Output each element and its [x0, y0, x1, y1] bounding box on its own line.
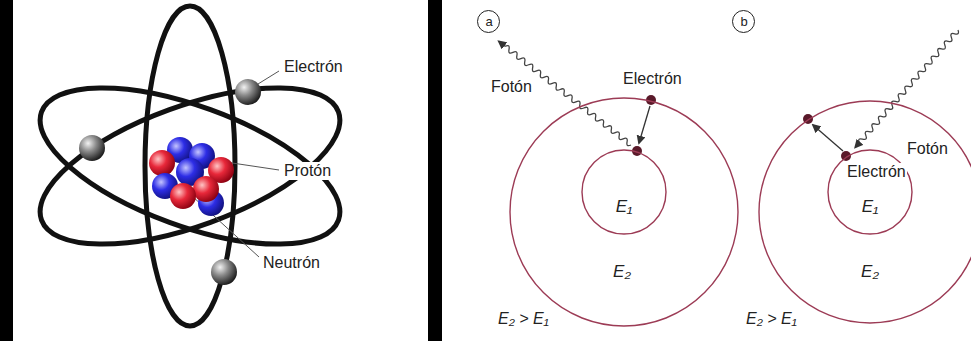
photon-wave	[497, 28, 960, 149]
electron-label: Electrón	[846, 163, 907, 181]
orbit-outline	[581, 149, 667, 235]
frame-bar	[428, 0, 442, 341]
photon-label: Fotón	[490, 78, 533, 96]
energy-level: E₂	[613, 263, 631, 282]
energy-relation: E₂ > E₁	[497, 310, 550, 328]
inner-orbit: E₁	[827, 149, 913, 235]
part-label: Neutrón	[262, 254, 321, 272]
panel-letter: b	[732, 10, 755, 33]
energy-level: E₂	[861, 263, 879, 282]
photon-label: Fotón	[906, 140, 949, 158]
orbit-outline	[827, 149, 913, 235]
electron-balls	[79, 79, 261, 285]
electron-jump-arrow	[639, 106, 843, 151]
part-label: Protón	[283, 162, 332, 180]
electron-label: Electrón	[622, 70, 683, 88]
energy-level: E₁	[862, 198, 879, 217]
panel-letter: a	[477, 10, 500, 33]
energy-level: E₁	[616, 198, 633, 217]
panel-letter-text: b	[740, 15, 747, 29]
nucleus	[149, 137, 234, 216]
outer-orbit: E₂ E₁	[758, 100, 971, 324]
panel-letter-text: a	[485, 15, 492, 29]
outer-orbit: E₂ E₁	[509, 97, 739, 327]
inner-orbit: E₁	[581, 149, 667, 235]
electron-orbits	[21, 6, 359, 326]
energy-relation: E₂ > E₁	[745, 310, 798, 328]
frame-bar	[0, 0, 13, 341]
part-label: Electrón	[283, 58, 344, 76]
